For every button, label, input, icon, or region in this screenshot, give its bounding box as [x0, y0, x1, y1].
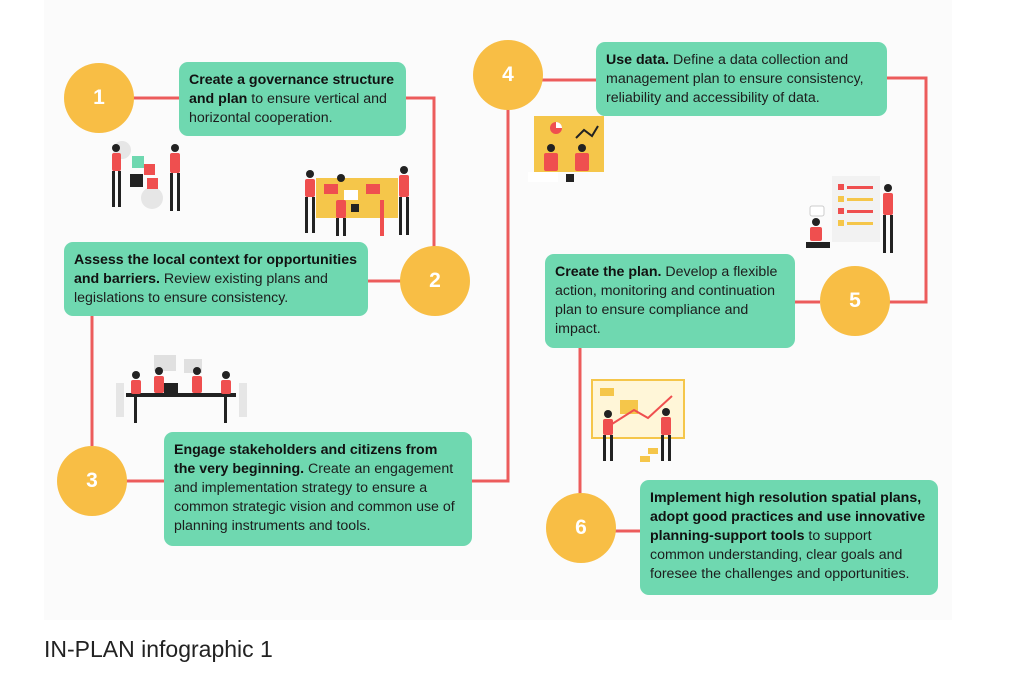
checklist-illustration — [806, 176, 893, 253]
step-title-4: Use data. — [606, 52, 670, 68]
step-text-6: to support common understanding, clear g… — [650, 528, 910, 582]
step-number-3: 3 — [57, 446, 127, 516]
step-number-5: 5 — [820, 266, 890, 336]
step-title-2: Assess the local context for opportuniti… — [74, 252, 358, 287]
step-text-4: Define a data collection and management … — [606, 52, 864, 106]
puzzle-team-illustration — [112, 141, 180, 211]
step-text-5: Develop a flexible action, monitoring an… — [555, 264, 778, 337]
connector-3-4b — [471, 108, 510, 483]
step-text-3: Create an engagement and implementation … — [174, 461, 455, 534]
step-box-1: Create a governance structure and plan t… — [179, 62, 406, 136]
step-text-1: to ensure vertical and horizontal cooper… — [189, 91, 387, 126]
step-box-4: Use data. Define a data collection and m… — [596, 42, 887, 116]
growth-chart-illustration — [591, 379, 685, 462]
step-number-1: 1 — [64, 63, 134, 133]
planning-board-illustration — [305, 166, 409, 236]
step-number-4: 4 — [473, 40, 543, 110]
caption: IN-PLAN infographic 1 — [44, 636, 273, 662]
step-title-1: Create a governance structure and plan — [189, 72, 395, 107]
step-text-2: Review existing plans and legislations t… — [74, 271, 328, 306]
step-title-5: Create the plan. — [555, 264, 662, 280]
step-box-2: Assess the local context for opportuniti… — [64, 242, 368, 316]
data-chart-illustration — [528, 116, 604, 182]
step-box-5: Create the plan. Develop a flexible acti… — [545, 254, 795, 348]
step-box-6: Implement high resolution spatial plans,… — [640, 480, 938, 595]
step-number-2: 2 — [400, 246, 470, 316]
step-number-6: 6 — [546, 493, 616, 563]
step-title-6: Implement high resolution spatial plans,… — [650, 490, 926, 544]
step-box-3: Engage stakeholders and citizens from th… — [164, 432, 472, 546]
connector-4-5 — [886, 76, 928, 304]
connector-1-2b — [405, 96, 436, 248]
meeting-table-illustration — [116, 355, 247, 423]
step-title-3: Engage stakeholders and citizens from th… — [174, 442, 438, 477]
